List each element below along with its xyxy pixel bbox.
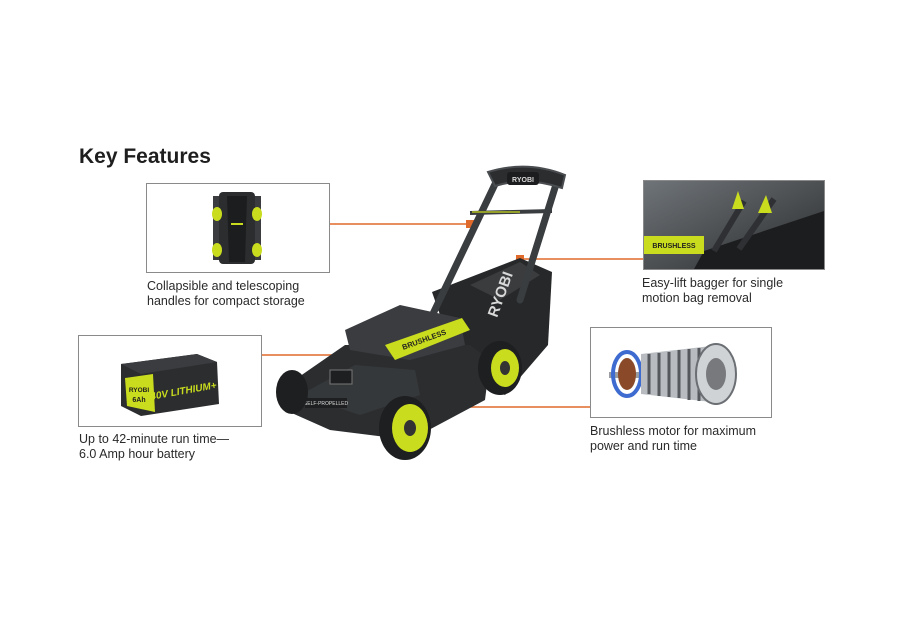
feature-caption-bagger: Easy-lift bagger for single motion bag r… (642, 276, 784, 305)
feature-image-folded-mower (146, 183, 330, 273)
svg-text:RYOBI: RYOBI (129, 387, 150, 394)
rear-wheel (478, 341, 522, 395)
front-wheel-right (379, 396, 431, 460)
feature-caption-collapsible: Collapsible and telescoping handles for … (147, 279, 305, 308)
svg-text:SELF-PROPELLED: SELF-PROPELLED (304, 401, 349, 407)
svg-text:BRUSHLESS: BRUSHLESS (652, 243, 696, 250)
feature-image-battery: RYOBI 6Ah 40V LITHIUM+ (78, 335, 262, 427)
page-title: Key Features (79, 145, 211, 168)
feature-image-bagger: BRUSHLESS (643, 180, 825, 270)
svg-text:RYOBI: RYOBI (512, 177, 534, 184)
feature-image-motor (590, 327, 772, 418)
svg-text:6Ah: 6Ah (132, 397, 145, 404)
connector-dot-handle (466, 220, 474, 228)
feature-caption-battery: Up to 42-minute run time— 6.0 Amp hour b… (79, 432, 230, 461)
front-wheel-left (276, 370, 308, 414)
feature-caption-motor: Brushless motor for maximum power and ru… (590, 424, 757, 453)
